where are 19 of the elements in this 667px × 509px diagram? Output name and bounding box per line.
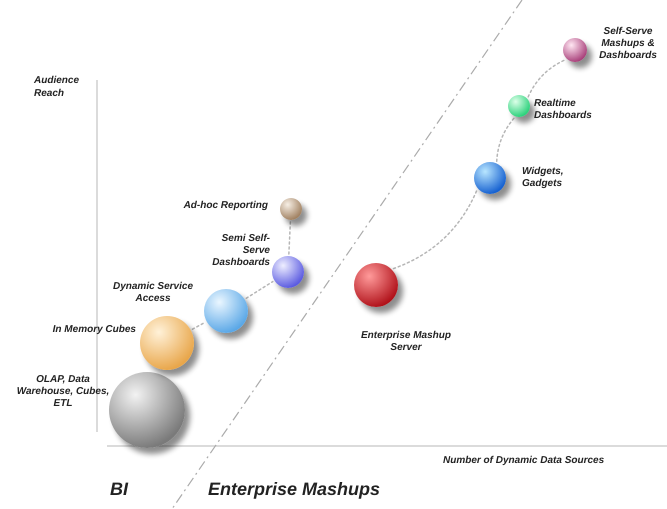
sphere-label: Dynamic Service Access [112, 281, 194, 305]
dotted-connector [527, 59, 566, 98]
sphere-label: Self-Serve Mashups & Dashboards [598, 26, 658, 62]
sphere-label: OLAP, Data Warehouse, Cubes, ETL [16, 374, 110, 410]
sphere-label: Enterprise Mashup Server [360, 330, 452, 354]
sphere-label: In Memory Cubes [52, 324, 136, 336]
dotted-connector [246, 280, 274, 299]
sphere-label: Widgets, Gadgets [522, 166, 565, 190]
region-label: Enterprise Mashups [208, 478, 380, 500]
sphere-label: Realtime Dashboards [534, 98, 593, 122]
dotted-connector [288, 221, 292, 255]
sphere-label: Semi Self-Serve Dashboards [211, 233, 270, 269]
dotted-connector [392, 190, 478, 270]
axis-title: Number of Dynamic Data Sources [443, 455, 606, 468]
sphere-label: Ad-hoc Reporting [182, 200, 268, 212]
dotted-connector [192, 322, 206, 330]
dotted-connector [496, 117, 515, 162]
axis-title: Audience Reach [34, 75, 80, 100]
region-label: BI [110, 478, 128, 500]
